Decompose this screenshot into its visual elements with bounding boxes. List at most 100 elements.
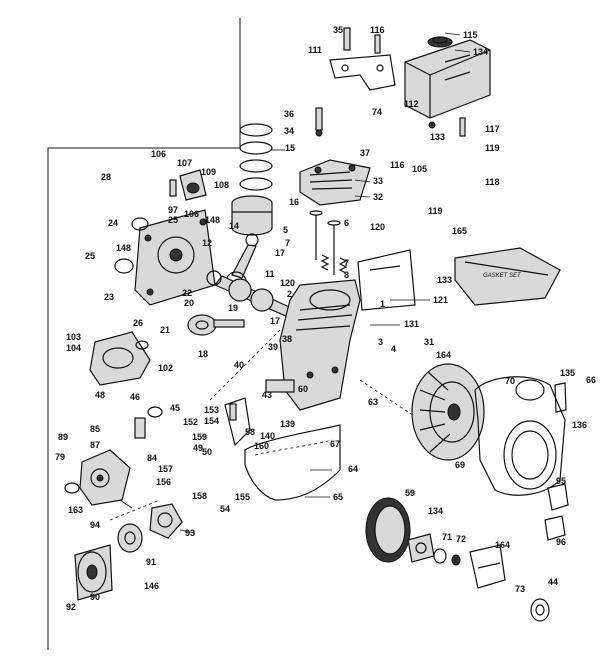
callout-153: 153: [204, 405, 219, 415]
callout-116-b: 116: [390, 160, 405, 170]
muffler-part: [89, 331, 151, 386]
callout-28: 28: [101, 172, 111, 182]
piston-rings-part: [239, 123, 273, 191]
crankshaft-part: [199, 275, 301, 321]
callout-70: 70: [505, 376, 515, 386]
callout-26: 26: [133, 318, 143, 328]
callout-3: 3: [378, 337, 383, 347]
callout-7: 7: [285, 238, 290, 248]
callout-163: 163: [68, 505, 83, 515]
callout-134-b: 134: [428, 506, 443, 516]
callout-87: 87: [90, 440, 100, 450]
air-cleaner-part: [404, 36, 491, 119]
callout-95: 95: [556, 476, 566, 486]
callout-84: 84: [147, 453, 157, 463]
starter-part: [74, 544, 113, 601]
callout-131: 131: [404, 319, 419, 329]
callout-31: 31: [424, 337, 434, 347]
callout-94: 94: [90, 520, 100, 530]
cylinder-head-part: [299, 159, 371, 206]
gasket-set-box: GASKET SET: [454, 247, 561, 306]
callout-18: 18: [198, 349, 208, 359]
callout-32: 32: [373, 192, 383, 202]
callout-44: 44: [548, 577, 558, 587]
callout-17-b: 17: [270, 316, 280, 326]
small-gaskets-part: [114, 217, 222, 286]
callout-97: 97: [168, 205, 178, 215]
callout-69: 69: [455, 460, 465, 470]
shroud-part: [244, 424, 341, 501]
callout-108: 108: [214, 180, 229, 190]
callout-17: 17: [275, 248, 285, 258]
callout-19: 19: [228, 303, 238, 313]
bolts-part: [315, 27, 466, 137]
callout-157: 157: [158, 464, 173, 474]
callout-140: 140: [260, 431, 275, 441]
callout-148-b: 148: [116, 243, 131, 253]
callout-23: 23: [104, 292, 114, 302]
callout-93: 93: [185, 528, 195, 538]
callout-160: 160: [254, 441, 269, 451]
callout-71: 71: [442, 532, 452, 542]
linkage-part: [134, 379, 295, 447]
callout-5: 5: [283, 225, 288, 235]
callout-134: 134: [473, 47, 488, 57]
callout-121: 121: [433, 295, 448, 305]
callout-79: 79: [55, 452, 65, 462]
callout-152: 152: [183, 417, 198, 427]
callout-58: 58: [245, 427, 255, 437]
callout-49: 49: [193, 443, 203, 453]
callout-15: 15: [285, 143, 295, 153]
cam-gear-part: [187, 314, 245, 336]
callout-72: 72: [456, 534, 466, 544]
callout-139: 139: [280, 419, 295, 429]
gasket-set-label: GASKET SET: [483, 273, 522, 279]
callout-106-b: 106: [184, 209, 199, 219]
callout-11: 11: [265, 269, 275, 279]
callout-133-b: 133: [437, 275, 452, 285]
callout-116: 116: [370, 25, 385, 35]
callout-117: 117: [485, 124, 500, 134]
callout-labels: 35 116 115 134 111 74 112 36 34 133 117 …: [55, 25, 596, 612]
callout-115: 115: [463, 30, 478, 40]
callout-25-b: 25: [85, 251, 95, 261]
callout-92: 92: [66, 602, 76, 612]
drive-parts: [407, 533, 550, 622]
callout-45: 45: [170, 403, 180, 413]
callout-106: 106: [151, 149, 166, 159]
callout-133: 133: [430, 132, 445, 142]
governor-part: [169, 169, 207, 201]
carburetor-part: [64, 449, 131, 506]
bracket-part: [329, 54, 396, 91]
callout-156: 156: [156, 477, 171, 487]
callout-119-b: 119: [428, 206, 443, 216]
callout-135: 135: [560, 368, 575, 378]
leader-lines: [119, 32, 471, 534]
callout-159: 159: [192, 432, 207, 442]
callout-4: 4: [391, 344, 396, 354]
callout-22: 22: [182, 288, 192, 298]
blower-housing-part: [474, 376, 566, 496]
callout-91: 91: [146, 557, 156, 567]
callout-112: 112: [404, 99, 419, 109]
callout-90: 90: [90, 592, 100, 602]
callout-48: 48: [95, 390, 105, 400]
callout-33: 33: [373, 176, 383, 186]
callout-38: 38: [282, 334, 292, 344]
baffle-part: [357, 249, 416, 311]
callout-66: 66: [586, 375, 596, 385]
callout-24: 24: [108, 218, 118, 228]
callout-43: 43: [262, 390, 272, 400]
callout-20: 20: [184, 298, 194, 308]
callout-119: 119: [485, 143, 500, 153]
callout-34: 34: [284, 126, 294, 136]
callout-73: 73: [515, 584, 525, 594]
callout-37: 37: [360, 148, 370, 158]
callout-155: 155: [235, 492, 250, 502]
callout-109: 109: [201, 167, 216, 177]
callout-59: 59: [405, 488, 415, 498]
callout-85: 85: [90, 424, 100, 434]
callout-146: 146: [144, 581, 159, 591]
callout-16: 16: [289, 197, 299, 207]
callout-103: 103: [66, 332, 81, 342]
